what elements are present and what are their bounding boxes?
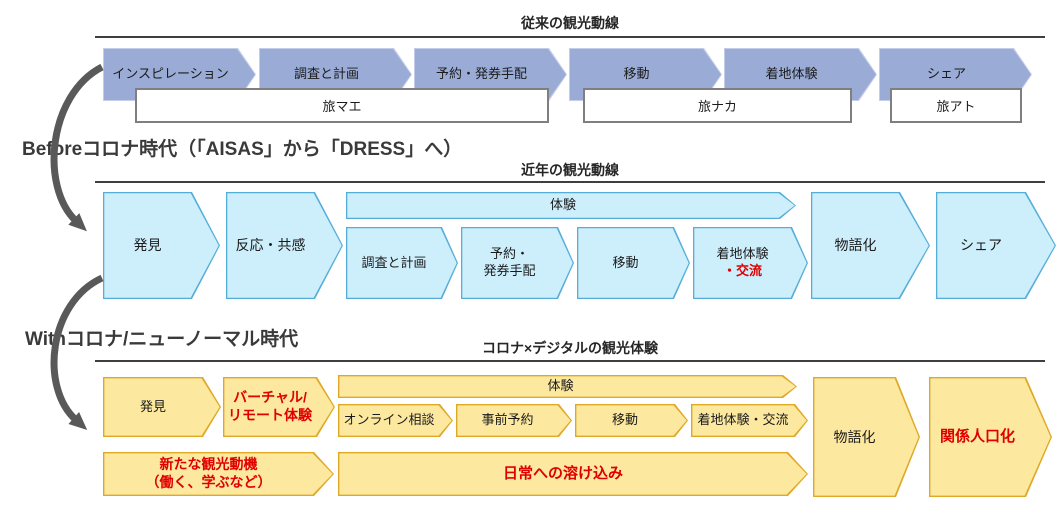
arrow-online-consult-label: オンライン相談 <box>343 412 435 428</box>
banner-experience-recent: 体験 <box>346 192 796 219</box>
phase-box-during-trip-label: 旅ナカ <box>697 99 737 114</box>
arrow-move-corona: 移動 <box>575 404 688 437</box>
arrow-move-recent: 移動 <box>577 227 690 299</box>
pent-fill: 着地体験 ・交流 <box>694 228 806 297</box>
pent-fill: 体験 <box>347 193 794 217</box>
arrow-related-population: 関係人口化 <box>929 377 1052 497</box>
arrow-discovery-corona-label: 発見 <box>139 398 166 414</box>
arrow-related-population-label: 関係人口化 <box>939 428 1015 446</box>
arrow-virtual-remote-line2: リモート体験 <box>228 407 312 423</box>
phase-box-during-trip: 旅ナカ <box>583 88 852 123</box>
arrow-move-corona-label: 移動 <box>611 412 638 428</box>
arrow-advance-booking: 事前予約 <box>456 404 572 437</box>
phase-box-pre-trip: 旅マエ <box>135 88 549 123</box>
era-label-with-corona: Withコロナ/ニューノーマル時代 <box>25 329 299 350</box>
arrow-share-recent: シェア <box>936 192 1056 299</box>
curved-arrow-traditional-to-recent <box>50 63 104 232</box>
arrow-daily-blend-label: 日常への溶け込み <box>502 465 623 483</box>
era-label-before-corona: Beforeコロナ時代（「AISAS」から「DRESS」へ） <box>22 139 463 160</box>
pent-fill: 移動 <box>578 228 688 297</box>
arrow-storytelling-recent: 物語化 <box>811 192 930 299</box>
pent-fill: シェア <box>937 193 1054 297</box>
arrow-research-plan-recent: 調査と計画 <box>346 227 458 299</box>
arrow-share-recent-label: シェア <box>960 237 1002 254</box>
pent-fill: 物語化 <box>814 378 918 495</box>
pent-fill: 予約・ 発券手配 <box>462 228 572 297</box>
arrow-booking-recent: 予約・ 発券手配 <box>461 227 574 299</box>
rule-corona <box>95 360 1045 362</box>
pent-fill: 移動 <box>576 405 686 435</box>
pent-fill: 着地体験・交流 <box>692 405 806 435</box>
arrow-discovery: 発見 <box>103 192 220 299</box>
pent-fill: 新たな観光動機 （働く、学ぶなど） <box>104 453 332 494</box>
rule-recent <box>95 181 1045 183</box>
arrow-inspiration-label: インスピレーション <box>112 66 229 82</box>
arrow-discovery-label: 発見 <box>133 237 162 254</box>
section-title-traditional: 従来の観光動線 <box>521 15 619 31</box>
pent-fill: 事前予約 <box>457 405 570 435</box>
banner-experience-corona: 体験 <box>338 375 797 398</box>
pent-fill: 調査と計画 <box>347 228 456 297</box>
pent-fill: 物語化 <box>812 193 928 297</box>
banner-experience-recent-label: 体験 <box>549 197 576 213</box>
arrow-booking-recent-line1: 予約・ <box>489 246 529 262</box>
pent-fill: 日常への溶け込み <box>339 453 806 494</box>
pent-fill: オンライン相談 <box>339 405 451 435</box>
arrow-new-tourism-motive: 新たな観光動機 （働く、学ぶなど） <box>103 452 334 496</box>
arrow-inspiration: インスピレーション <box>103 48 256 101</box>
curved-arrow-recent-to-corona <box>50 274 104 430</box>
arrow-move-recent-label: 移動 <box>612 254 639 270</box>
section-title-corona: コロナ×デジタルの観光体験 <box>482 340 658 356</box>
pent-fill: 体験 <box>339 376 795 396</box>
phase-box-pre-trip-label: 旅マエ <box>322 99 362 114</box>
arrow-reaction-empathy: 反応・共感 <box>226 192 343 299</box>
pent-fill: 発見 <box>104 378 219 435</box>
arrow-storytelling-corona: 物語化 <box>813 377 920 497</box>
pent-fill: 発見 <box>104 193 218 297</box>
arrow-discovery-corona: 発見 <box>103 377 221 437</box>
arrow-daily-blend: 日常への溶け込み <box>338 452 808 496</box>
pent-fill: 関係人口化 <box>930 378 1050 495</box>
phase-box-post-trip-label: 旅アト <box>936 99 976 114</box>
arrow-booking-label: 予約・発券手配 <box>435 66 527 82</box>
arrow-booking-recent-line2: 発券手配 <box>483 263 536 278</box>
pent-fill: バーチャル/ リモート体験 <box>224 378 333 435</box>
arrow-storytelling-corona-label: 物語化 <box>833 428 876 445</box>
arrow-share-label: シェア <box>926 66 966 82</box>
arrow-new-tourism-motive-line1: 新たな観光動機 <box>159 456 258 473</box>
phase-box-post-trip: 旅アト <box>890 88 1022 123</box>
arrow-virtual-remote-line1: バーチャル/ <box>233 389 307 406</box>
arrow-new-tourism-motive-line2: （働く、学ぶなど） <box>145 474 272 490</box>
arrow-reaction-empathy-label: 反応・共感 <box>235 237 306 254</box>
arrow-arrival-exchange-corona-label: 着地体験・交流 <box>697 412 789 428</box>
arrow-arrival-exchange-line2: ・交流 <box>722 263 762 278</box>
arrow-research-plan-recent-label: 調査と計画 <box>361 254 427 270</box>
rule-traditional <box>95 36 1045 38</box>
banner-experience-corona-label: 体験 <box>547 378 574 394</box>
arrow-virtual-remote: バーチャル/ リモート体験 <box>223 377 335 437</box>
arrow-advance-booking-label: 事前予約 <box>481 412 534 428</box>
arrow-arrival-experience-label: 着地体験 <box>765 66 818 82</box>
arrow-storytelling-recent-label: 物語化 <box>834 237 877 254</box>
arrow-move-label: 移動 <box>623 66 650 82</box>
pent-fill: 反応・共感 <box>227 193 341 297</box>
arrow-research-plan-label: 調査と計画 <box>293 66 359 82</box>
section-title-recent: 近年の観光動線 <box>521 162 619 178</box>
arrow-online-consult: オンライン相談 <box>338 404 453 437</box>
arrow-arrival-exchange-recent: 着地体験 ・交流 <box>693 227 808 299</box>
arrow-arrival-exchange-corona: 着地体験・交流 <box>691 404 808 437</box>
arrow-arrival-exchange-line1: 着地体験 <box>716 246 769 262</box>
